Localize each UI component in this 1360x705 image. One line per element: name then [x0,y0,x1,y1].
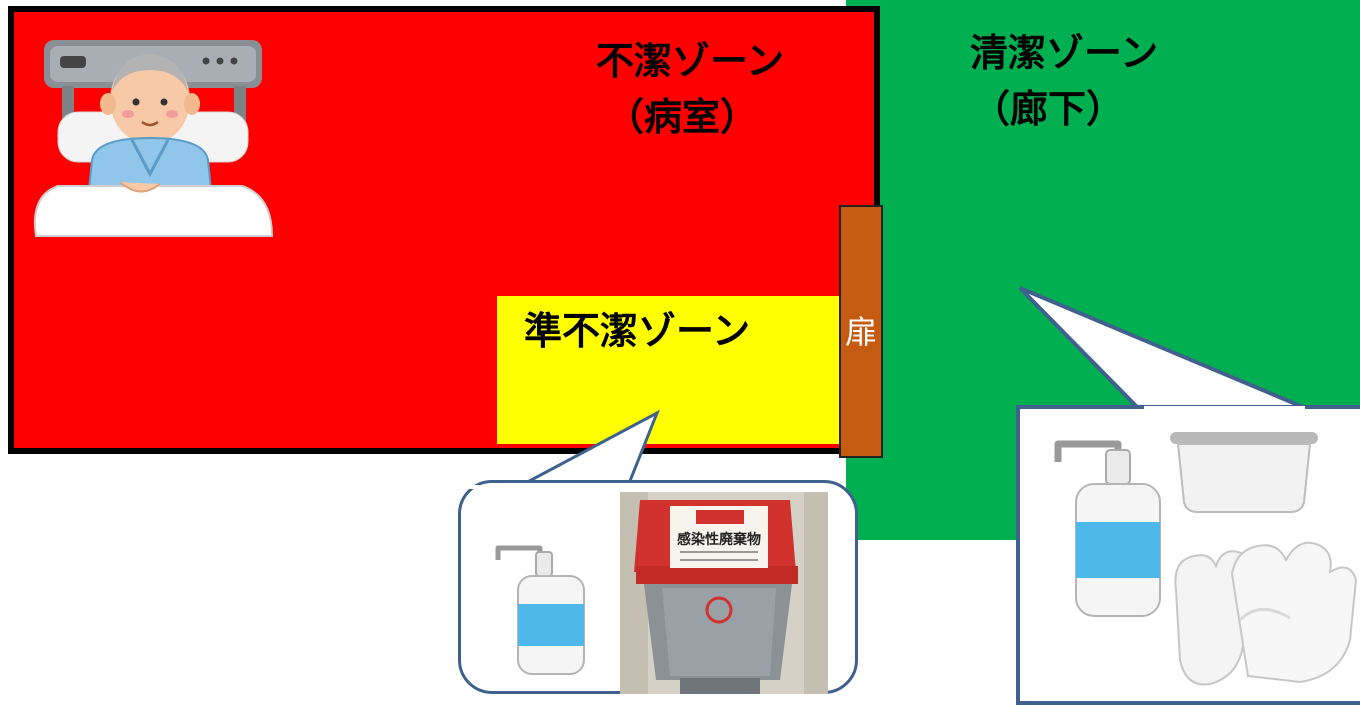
door-label: 扉 [844,313,877,351]
clean-callout [1016,405,1360,705]
semi-dirty-callout [458,480,858,694]
dirty-zone-title: 不潔ゾーン [596,39,785,83]
dirty-zone-subtitle: （病室） [606,95,759,139]
clean-zone-title: 清潔ゾーン [970,31,1159,75]
semi-dirty-zone-title: 準不潔ゾーン [524,309,751,353]
door [839,205,883,458]
clean-zone-subtitle: （廊下） [972,87,1125,131]
